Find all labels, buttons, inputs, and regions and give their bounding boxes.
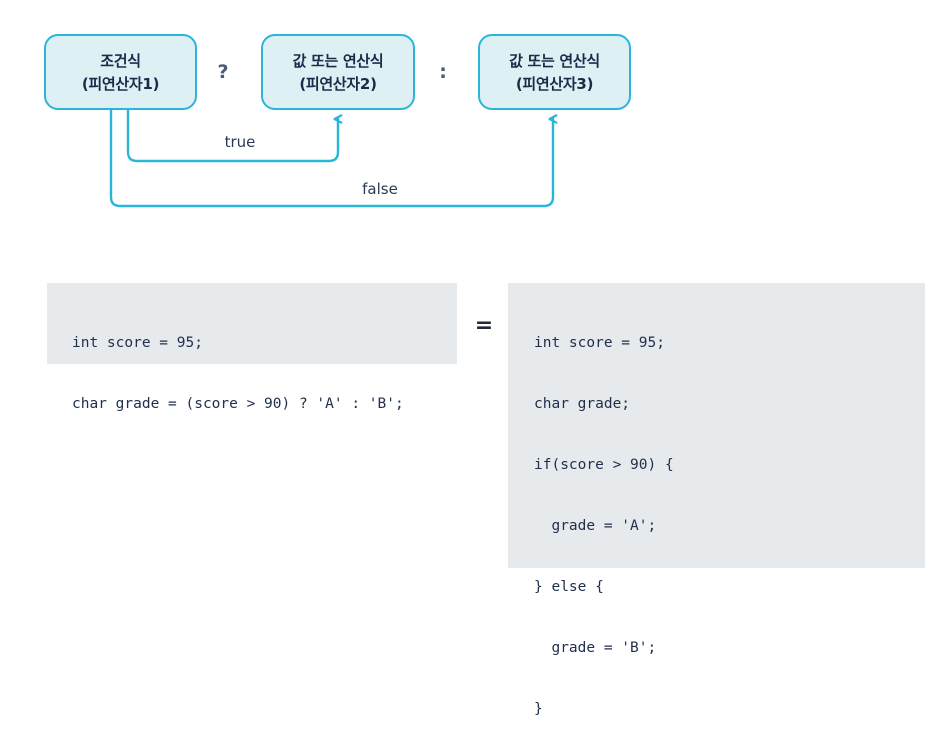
edge-label-true: true xyxy=(224,133,256,151)
node-operand3-line1: 값 또는 연산식 xyxy=(509,51,600,70)
node-condition-line1: 조건식 xyxy=(100,51,141,70)
code-line: if(score > 90) { xyxy=(534,457,674,473)
code-line: int score = 95; xyxy=(534,335,665,351)
code-line: char grade; xyxy=(534,396,631,412)
code-line: grade = 'B'; xyxy=(534,640,657,656)
equals-sign: = xyxy=(474,313,494,338)
node-operand2: 값 또는 연산식 (피연산자2) xyxy=(261,34,415,110)
node-operand2-line1: 값 또는 연산식 xyxy=(292,51,384,70)
node-operand3-line2: (피연산자3) xyxy=(515,74,594,93)
edge-false-path xyxy=(109,108,553,208)
node-condition: 조건식 (피연산자1) xyxy=(44,34,197,110)
node-operand3: 값 또는 연산식 (피연산자3) xyxy=(478,34,631,110)
code-line: grade = 'A'; xyxy=(534,518,657,534)
code-line: } xyxy=(534,701,543,717)
code-line: } else { xyxy=(534,579,604,595)
edge-label-false: false xyxy=(362,180,398,198)
node-operand2-line2: (피연산자2) xyxy=(299,74,377,93)
node-condition-line2: (피연산자1) xyxy=(81,74,160,93)
colon-operator: : xyxy=(439,61,447,83)
question-mark-operator: ? xyxy=(217,61,229,83)
code-line: char grade = (score > 90) ? 'A' : 'B'; xyxy=(72,396,404,412)
diagram-canvas: 조건식 (피연산자1) ? 값 또는 연산식 (피연산자2) : 값 또는 연산… xyxy=(44,34,925,717)
code-line: int score = 95; xyxy=(72,335,203,351)
code-block-ifelse: int score = 95; char grade; if(score > 9… xyxy=(508,283,925,717)
code-block-ternary: int score = 95; char grade = (score > 90… xyxy=(47,283,457,412)
